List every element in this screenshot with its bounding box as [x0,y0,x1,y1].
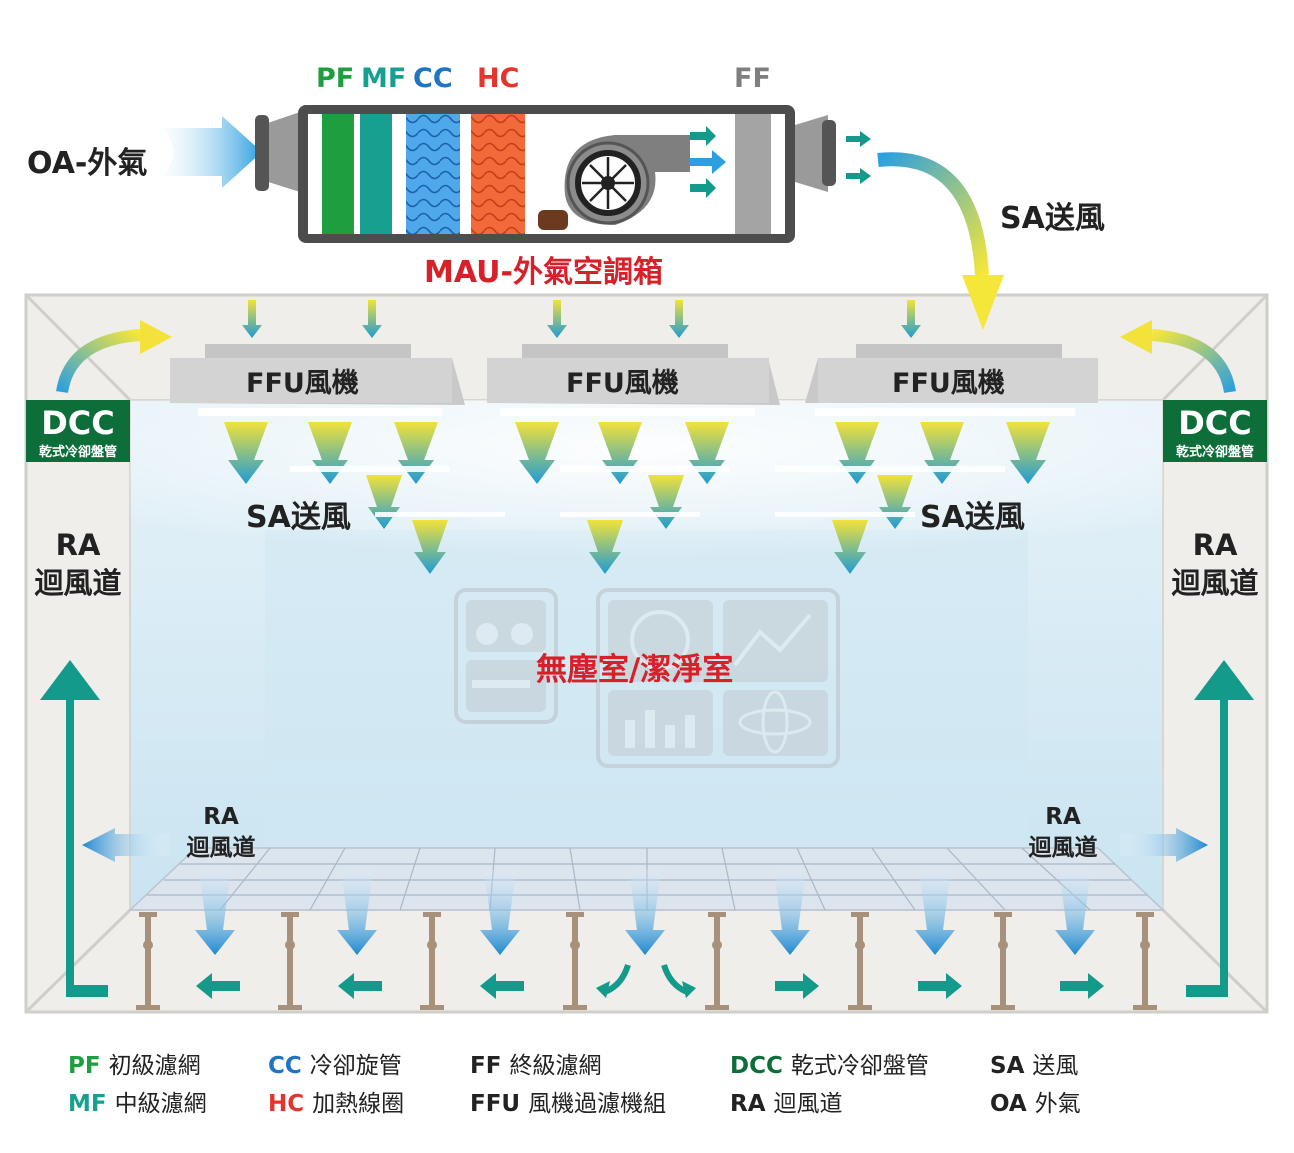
ffu-units [170,344,1098,416]
legend-code: PF [68,1053,101,1079]
legend-desc: 中級濾網 [114,1091,207,1117]
ffu-label-1: FFU風機 [246,368,359,399]
oa-intake-arrow [162,116,262,188]
sa-label-right: SA送風 [920,500,1025,535]
cleanroom-label: 無塵室/潔淨室 [536,652,733,688]
legend-item-hc: HC 加熱線圈 [268,1084,404,1118]
ffu-unit-1 [170,344,465,416]
ra-floor-label-left: RA [203,804,239,830]
legend-item-ra: RA 迴風道 [730,1084,843,1118]
legend-code: DCC [730,1053,783,1079]
ffu-label-2: FFU風機 [566,368,679,399]
legend-item-mf: MF 中級濾網 [68,1084,207,1118]
sa-label-top: SA送風 [1000,201,1105,236]
legend-code: HC [268,1091,305,1117]
mf-filter [360,114,392,234]
dcc-label-left: DCC [41,404,115,442]
pf-filter [322,114,354,234]
ffu-label-3: FFU風機 [892,368,1005,399]
fan-icon [538,135,690,230]
lab-icon-panel [454,588,840,768]
dcc-left-airflow-arrow [56,329,141,394]
ff-filter [735,114,771,234]
mau-title: MAU-外氣空調箱 [424,255,663,290]
dcc-sublabel-left: 乾式冷卻盤管 [39,444,117,460]
legend-desc: 加熱線圈 [312,1091,405,1117]
ffu-unit-2 [487,344,780,416]
ra-shaft-label-left: RA [56,528,101,562]
legend-desc: 迴風道 [773,1091,843,1117]
ra-floor-sublabel-left: 迴風道 [187,834,256,861]
ra-shaft-label-right: RA [1193,528,1238,562]
sa-label-left: SA送風 [246,500,351,535]
legend-item-dcc: DCC 乾式冷卻盤管 [730,1046,929,1080]
ceiling-intake-arrows [242,300,921,338]
legend-code: FF [470,1053,502,1079]
ra-floor-sublabel-right: 迴風道 [1029,834,1098,861]
legend-code: OA [990,1091,1027,1117]
diffuser-strips [290,466,1005,517]
legend-desc: 風機過濾機組 [528,1091,667,1117]
cc-label: CC [413,63,453,94]
floor-supports [136,912,1157,1010]
mau-unit [162,105,871,243]
ra-shaft-arrow-right [1186,660,1254,997]
side-return-arrows [82,828,1208,862]
dcc-right-airflow-arrow [1151,329,1236,394]
legend-desc: 初級濾網 [108,1053,201,1079]
dcc-sublabel-right: 乾式冷卻盤管 [1176,444,1254,460]
legend-desc: 乾式冷卻盤管 [790,1053,929,1079]
ra-shaft-sublabel-right: 迴風道 [1171,566,1258,600]
legend-desc: 終級濾網 [509,1053,602,1079]
mf-label: MF [361,63,406,94]
hc-label: HC [477,63,519,94]
ffu-unit-3 [805,344,1098,416]
dcc-right [1163,400,1267,462]
legend-desc: 外氣 [1034,1091,1081,1117]
hc-coil [471,114,525,234]
dcc-label-right: DCC [1178,404,1252,442]
legend-code: SA [990,1053,1025,1079]
dcc-left [26,400,130,462]
legend-code: FFU [470,1091,521,1117]
legend-item-ffu: FFU 風機過濾機組 [470,1084,666,1118]
legend-code: CC [268,1053,302,1079]
legend-desc: 冷卻旋管 [309,1053,402,1079]
legend-item-ff: FF 終級濾網 [470,1046,601,1080]
pf-label: PF [316,63,354,94]
ff-label: FF [734,63,771,94]
cleanroom-diagram: PF MF CC HC FF OA-外氣 SA送風 MAU-外氣空調箱 FFU風… [24,63,1269,1014]
legend-code: RA [730,1091,766,1117]
ra-shaft-arrow-left [40,660,108,997]
legend-desc: 送風 [1032,1053,1079,1079]
legend: PF 初級濾網 MF 中級濾網 CC 冷卻旋管 HC 加熱線圈 FF 終級濾網 FFU 風機… [0,1040,1294,1130]
legend-item-sa: SA 送風 [990,1046,1078,1080]
floor-downflow-arrows [195,870,1095,955]
underfloor-return-arrows [196,964,1104,999]
legend-item-cc: CC 冷卻旋管 [268,1046,402,1080]
ra-shaft-sublabel-left: 迴風道 [34,566,121,600]
ra-floor-label-right: RA [1045,804,1081,830]
legend-code: MF [68,1091,107,1117]
legend-item-pf: PF 初級濾網 [68,1046,201,1080]
cc-coil [406,114,460,234]
oa-label: OA-外氣 [27,146,147,181]
legend-item-oa: OA 外氣 [990,1084,1081,1118]
sa-delivery-arrow [877,152,989,276]
